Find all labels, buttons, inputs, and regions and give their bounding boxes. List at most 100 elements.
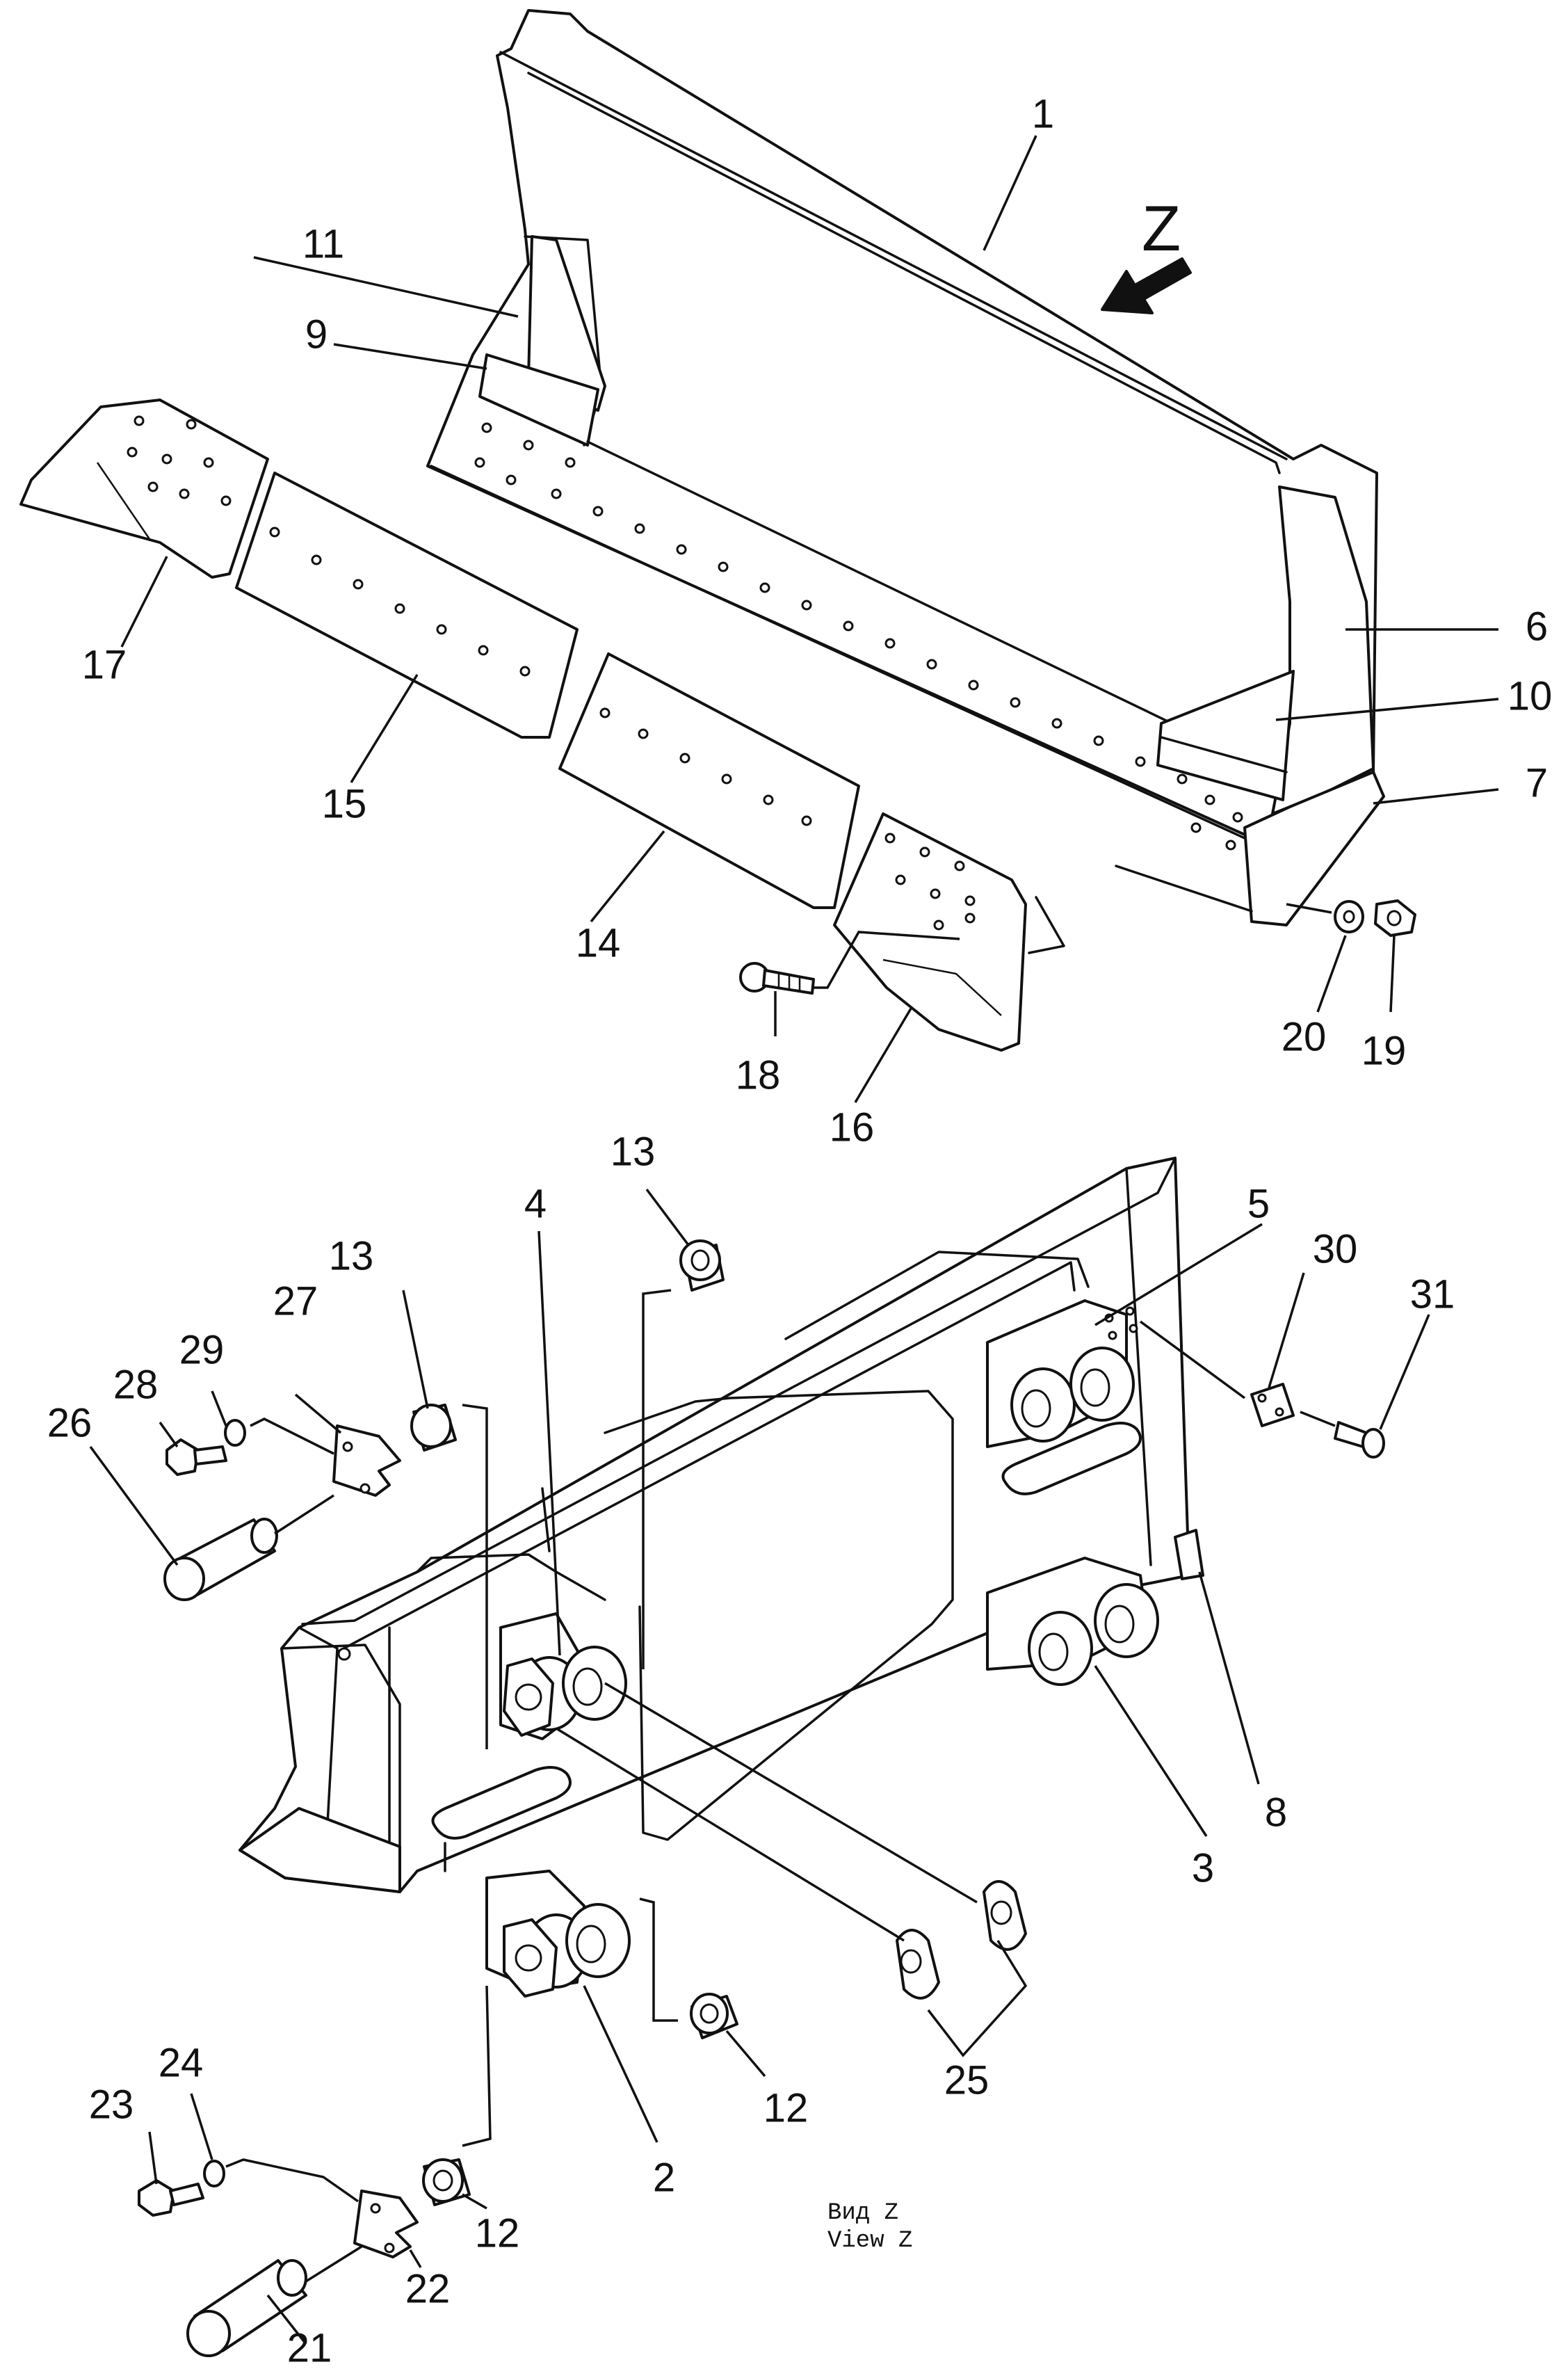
callout-27: 27 — [273, 1278, 318, 1324]
plow-bolt — [739, 962, 815, 995]
cutting-edges — [19, 399, 1416, 1052]
callout-19: 19 — [1361, 1028, 1407, 1073]
callout-23: 23 — [89, 2082, 134, 2127]
left-cutting-edge-holes — [269, 527, 531, 677]
callout-7: 7 — [1526, 760, 1548, 805]
bolt-28 — [165, 1438, 227, 1476]
callout-8: 8 — [1265, 1790, 1287, 1835]
callout-28: 28 — [113, 1362, 159, 1407]
frame-center-plate — [604, 1390, 954, 1841]
frame-left-pocket — [416, 1553, 606, 1601]
shim-line-2 — [556, 1727, 905, 1942]
bolt-path-line — [814, 931, 960, 989]
callout-29: 29 — [179, 1327, 225, 1372]
callout-1: 1 — [1032, 91, 1054, 136]
callout-9: 9 — [305, 312, 328, 357]
bushing-bracket-13-top — [642, 1289, 672, 1669]
blade-bolt-holes — [474, 422, 1243, 851]
callout-25: 25 — [944, 2057, 989, 2103]
shim-line-1 — [604, 1682, 978, 1904]
frame-top-rail-lower — [336, 1261, 1076, 1653]
right-wedge-plate — [1156, 670, 1295, 801]
upper-pin-line-b — [274, 1494, 334, 1535]
callout-13-left: 13 — [329, 1233, 374, 1278]
view-note: Вид Z View Z — [827, 2200, 912, 2254]
bolt-23 — [138, 2179, 204, 2217]
right-end-bit-face — [882, 958, 1002, 1016]
bushing-bracket-12-right — [639, 1897, 678, 2022]
bushings — [410, 1239, 738, 2206]
callout-11: 11 — [302, 221, 344, 266]
blade-lower-notch-right — [1115, 865, 1253, 913]
cover-line-b — [1300, 1411, 1336, 1427]
left-upper-lugs — [499, 1612, 627, 1740]
callout-5: 5 — [1247, 1181, 1270, 1226]
lower-pin-set — [138, 2158, 419, 2357]
frame-center-plate-top — [784, 1251, 1090, 1340]
callout-4: 4 — [524, 1181, 547, 1226]
lower-pin-line-b — [305, 2245, 362, 2283]
left-lower-lugs — [485, 1870, 631, 1998]
bushing-12-bottom — [422, 2158, 471, 2206]
left-wedge-plate — [478, 353, 599, 447]
frame-outline — [239, 1157, 1190, 1893]
left-upper-plate — [527, 235, 606, 412]
callout-2: 2 — [653, 2155, 675, 2200]
right-corner-bit-plate — [1243, 771, 1385, 926]
cover-set — [1139, 1320, 1385, 1459]
callout-14: 14 — [576, 920, 621, 965]
frame-right-foot — [1174, 1529, 1204, 1580]
frame-right-edge — [1125, 1167, 1152, 1566]
callout-26: 26 — [47, 1400, 92, 1445]
callout-30: 30 — [1313, 1226, 1358, 1271]
callout-12-bottom: 12 — [475, 2210, 520, 2256]
frame-right-slot-hole — [1001, 1422, 1142, 1495]
right-lower-lugs — [986, 1557, 1159, 1686]
frame-left-slot-hole — [431, 1766, 572, 1840]
cover-plate-30 — [1250, 1383, 1295, 1427]
callout-12-right: 12 — [763, 2085, 809, 2130]
bushing-13-left — [410, 1404, 457, 1452]
left-cutting-edge — [235, 472, 579, 739]
blade-top-edge — [499, 51, 1288, 460]
washer-24 — [203, 2160, 225, 2187]
callout-24: 24 — [159, 2040, 204, 2085]
callout-6: 6 — [1526, 604, 1548, 649]
callout-10: 10 — [1508, 673, 1553, 718]
left-end-bit-holes — [127, 415, 232, 506]
view-note-ru: Вид Z — [827, 2200, 898, 2226]
pin-26 — [163, 1518, 278, 1601]
callout-16: 16 — [830, 1105, 875, 1150]
upper-pin-set — [163, 1418, 401, 1601]
callout-17: 17 — [82, 642, 127, 687]
blade-assembly — [426, 9, 1385, 954]
bushing-bracket-12-bottom — [462, 1985, 492, 2147]
bushing-13-top — [679, 1239, 725, 1292]
leader-lines — [89, 135, 1499, 2345]
frame-left-pocket-inner — [541, 1487, 551, 1552]
center-cutting-edge-holes — [599, 707, 812, 826]
callout-15: 15 — [322, 781, 367, 826]
washer-29 — [224, 1419, 246, 1447]
frame-left-end — [280, 1644, 401, 1879]
callout-labels: 1 11 9 6 10 7 17 15 14 18 16 20 19 13 4 … — [47, 91, 1553, 2369]
right-wedge-stripe — [1160, 736, 1288, 773]
blade-top-edge-inner — [527, 72, 1281, 474]
view-z-arrow: Z — [1101, 193, 1192, 314]
nut-path-line — [1286, 903, 1332, 914]
callout-3: 3 — [1192, 1845, 1214, 1890]
blade-bottom-edge — [430, 465, 1246, 840]
right-end-bit-holes — [884, 833, 976, 931]
upper-pin-line-a — [250, 1418, 334, 1455]
arrow-icon — [1101, 257, 1192, 314]
blade-hole-strip-top — [586, 440, 1260, 766]
bushing-bracket-13-left — [462, 1404, 488, 1749]
lower-pin-line-a — [225, 2158, 359, 2203]
callout-20: 20 — [1282, 1014, 1327, 1059]
blade-lower-notch — [1028, 896, 1065, 954]
frame-top-rail — [301, 1157, 1177, 1625]
callout-31: 31 — [1410, 1271, 1455, 1317]
left-end-bit-face — [96, 462, 151, 540]
frame-left-lift-hole — [337, 1647, 351, 1661]
